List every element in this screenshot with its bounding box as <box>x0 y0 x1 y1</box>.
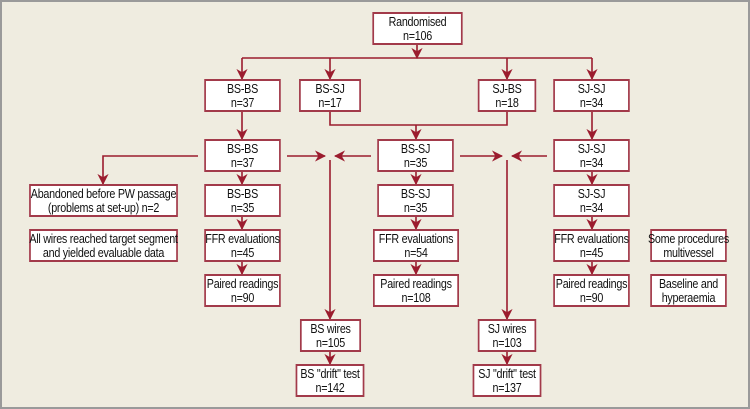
note-line: All wires reached target segment <box>29 231 178 246</box>
note-line: Baseline and <box>658 276 719 291</box>
node-label: FFR evaluations <box>554 231 629 246</box>
node-label: BS-SJ <box>400 141 431 156</box>
node-count: n=90 <box>230 290 255 305</box>
node-label: BS-SJ <box>315 81 345 96</box>
node-count: n=45 <box>579 245 604 260</box>
node-count: n=105 <box>316 335 345 350</box>
node-count: n=45 <box>230 245 255 260</box>
node-count: n=108 <box>401 290 431 305</box>
node-count: n=137 <box>492 380 522 395</box>
node-label: BS wires <box>310 321 351 336</box>
node-label: FFR evaluations <box>378 231 454 246</box>
node-count: n=35 <box>403 155 428 170</box>
node-label: SJ-SJ <box>577 81 606 96</box>
arrow-bsbs-to-abandoned <box>97 155 198 186</box>
node-label: Paired readings <box>555 276 628 291</box>
node-count: n=37 <box>230 95 255 110</box>
connector-bssj-sjbs-merge <box>329 112 508 126</box>
node-count: n=90 <box>579 290 604 305</box>
node-label: Paired readings <box>380 276 452 291</box>
node-count: n=35 <box>230 200 255 215</box>
node-label: Paired readings <box>206 276 279 291</box>
node-count: n=54 <box>404 245 428 260</box>
note-line: hyperaemia <box>661 290 716 305</box>
node-count: (problems at set-up) n=2 <box>47 200 160 215</box>
node-label: SJ "drift" test <box>478 366 536 381</box>
node-label: SJ wires <box>487 321 527 336</box>
node-label: BS-SJ <box>400 186 431 201</box>
node-label: SJ-SJ <box>577 186 606 201</box>
node-count: n=106 <box>403 28 432 43</box>
node-count: n=142 <box>315 380 345 395</box>
node-count: n=34 <box>579 155 604 170</box>
node-abandoned: Abandoned before PW passage(problems at … <box>29 184 178 217</box>
node-count: n=34 <box>579 200 604 215</box>
node-count: n=37 <box>230 155 255 170</box>
node-label: SJ-BS <box>492 81 522 96</box>
node-count: n=34 <box>579 95 604 110</box>
node-label: Abandoned before PW passage <box>30 186 177 201</box>
node-label: BS-BS <box>227 186 258 201</box>
node-count: n=18 <box>495 95 519 110</box>
note-line: and yielded evaluable data <box>42 245 165 260</box>
node-count: n=17 <box>318 95 342 110</box>
node-count: n=35 <box>403 200 428 215</box>
note-line: Some procedures <box>648 231 730 246</box>
node-label: BS-BS <box>227 141 258 156</box>
node-label: SJ-SJ <box>577 141 606 156</box>
node-label: Randomised <box>388 14 447 29</box>
node-count: n=103 <box>492 335 522 350</box>
note-line: multivessel <box>663 245 714 260</box>
node-label: BS-BS <box>227 81 258 96</box>
node-label: FFR evaluations <box>205 231 280 246</box>
node-label: BS "drift" test <box>300 366 360 381</box>
